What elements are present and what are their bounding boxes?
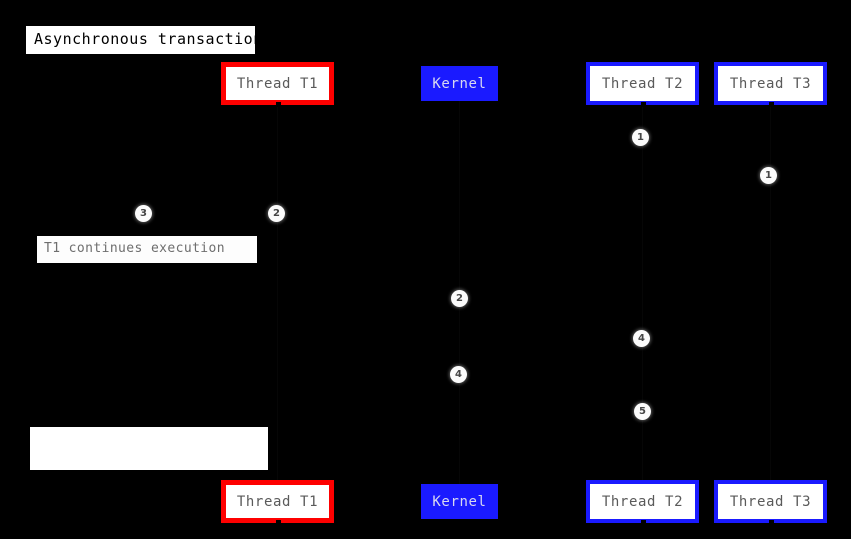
lifeline-1 [277,105,278,480]
message-label-1: T1 continues execution [37,236,257,263]
participant-top-thread-t1[interactable]: Thread T1 [221,62,334,105]
participant-top-thread-t3[interactable]: Thread T3 [714,62,827,105]
sequence-number-badge-7: 4 [450,366,467,383]
sequence-number-badge-5: 2 [451,290,468,307]
lifeline-notch-icon [275,520,281,525]
lifeline-notch-icon [275,102,281,107]
blank-note-box-1 [30,427,268,470]
participant-bottom-kernel[interactable]: Kernel [421,484,498,519]
participant-bottom-thread-t1[interactable]: Thread T1 [221,480,334,523]
lifeline-notch-icon [768,102,774,107]
lifeline-3 [642,105,643,480]
sequence-number-badge-1: 1 [632,129,649,146]
sequence-number-badge-8: 5 [634,403,651,420]
lifeline-notch-icon [768,520,774,525]
participant-top-thread-t2[interactable]: Thread T2 [586,62,699,105]
sequence-number-badge-2: 1 [760,167,777,184]
participant-bottom-thread-t3[interactable]: Thread T3 [714,480,827,523]
diagram-title: Asynchronous transaction [26,26,262,54]
participant-top-kernel[interactable]: Kernel [421,66,498,101]
lifeline-notch-icon [640,102,646,107]
participant-bottom-thread-t2[interactable]: Thread T2 [586,480,699,523]
lifeline-4 [770,105,771,480]
sequence-number-badge-6: 4 [633,330,650,347]
sequence-number-badge-4: 2 [268,205,285,222]
sequence-number-badge-3: 3 [135,205,152,222]
lifeline-notch-icon [640,520,646,525]
